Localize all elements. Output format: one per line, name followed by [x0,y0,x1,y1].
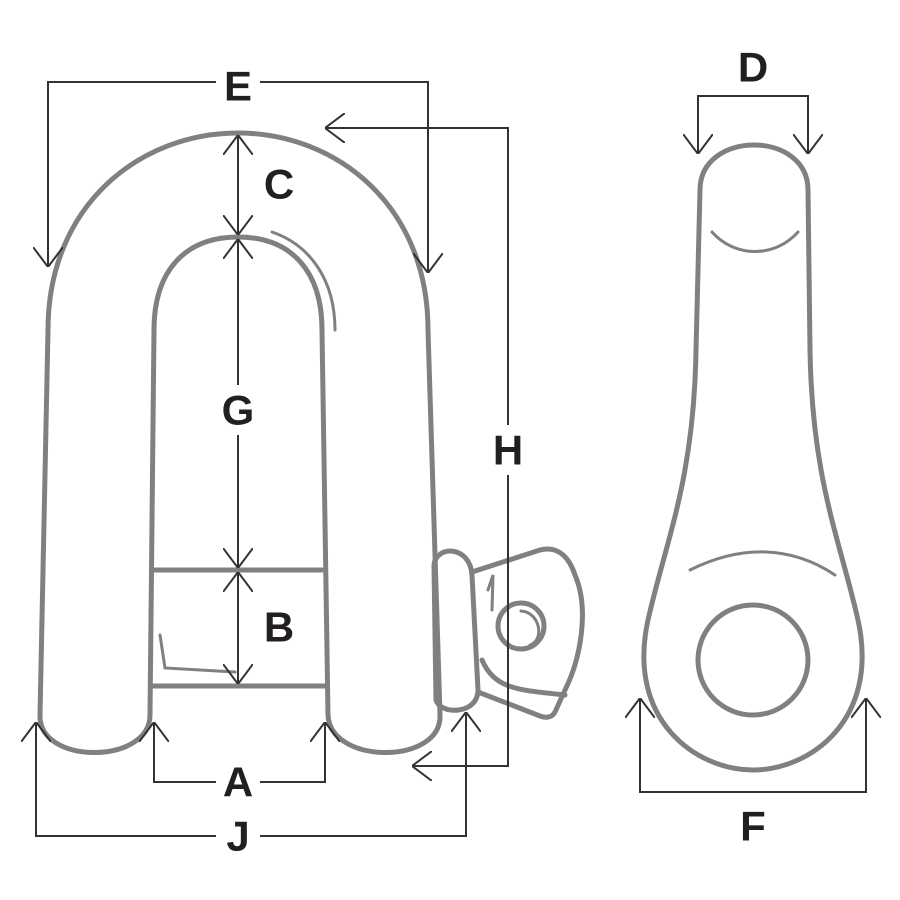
label-g: G [222,387,255,434]
shackle-side-view [641,142,865,773]
label-c: C [264,161,294,208]
label-a: A [223,759,253,806]
label-e: E [224,63,252,110]
label-b: B [264,604,294,651]
label-h: H [493,427,523,474]
label-f: F [740,803,766,850]
label-d: D [738,44,768,91]
label-j: J [226,813,249,860]
dimension-lines [36,81,866,837]
